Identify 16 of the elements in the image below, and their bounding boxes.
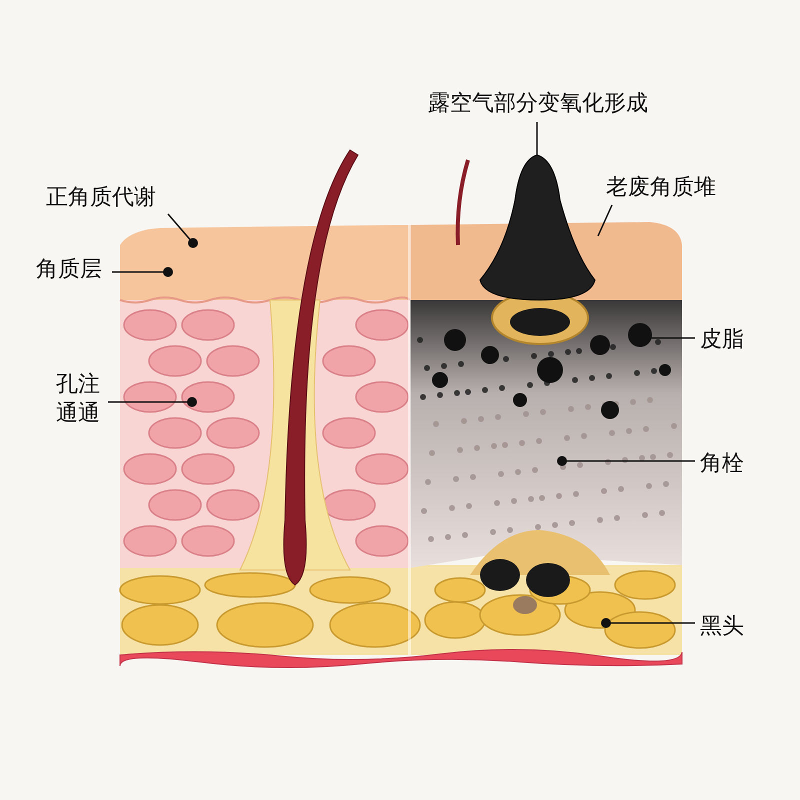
leader-line: [601, 618, 695, 628]
leader-line: [648, 337, 695, 339]
callout-label: 皮脂: [700, 326, 744, 354]
callout-label: 孔注通通: [56, 371, 106, 428]
leader-line: [167, 214, 198, 248]
leader-line: [112, 267, 173, 277]
callout-label: 露空气部分变氧化形成: [428, 90, 648, 118]
callout-label: 角栓: [700, 450, 744, 478]
leader-line: [536, 122, 538, 155]
leader-line: [557, 456, 695, 466]
callout-label: 角质层: [36, 256, 102, 284]
callout-label: 正角质代谢: [46, 184, 156, 212]
leader-line: [597, 204, 613, 236]
callout-label: 黑头: [700, 613, 744, 640]
leader-line: [108, 397, 197, 407]
callout-label: 老废角质堆: [606, 174, 716, 202]
